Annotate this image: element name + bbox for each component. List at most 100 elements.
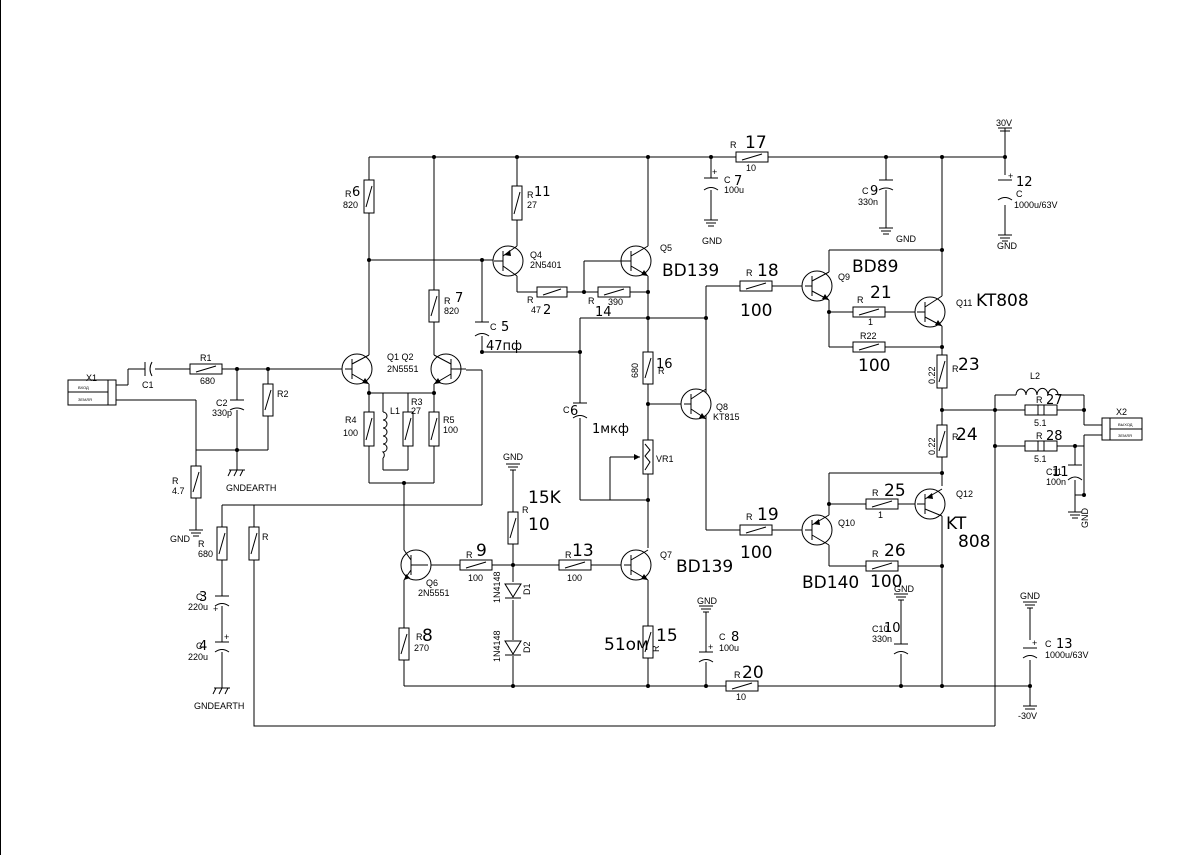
note-bd139-top: BD139 bbox=[662, 261, 719, 281]
label-q10: Q10 bbox=[838, 518, 855, 528]
resistor-r-680 bbox=[216, 526, 228, 561]
note-h100c: 100 bbox=[740, 543, 772, 563]
resistor-r16 bbox=[642, 351, 654, 385]
label-gnd-c13: GND bbox=[1020, 591, 1041, 601]
resistor-r12 bbox=[536, 286, 568, 298]
note-h3: 3 bbox=[199, 590, 207, 605]
label-r26: R bbox=[872, 549, 879, 559]
label-q9: Q9 bbox=[838, 272, 850, 282]
label-c4-val: 220u bbox=[188, 652, 208, 662]
note-h19: 19 bbox=[757, 505, 779, 525]
gndearth-bottom bbox=[212, 687, 230, 695]
label-r24: R bbox=[952, 432, 959, 442]
note-h10c: 10 bbox=[884, 621, 901, 636]
label-r18: R bbox=[746, 268, 753, 278]
label-c3-val: 220u bbox=[188, 602, 208, 612]
label-r8-val: 270 bbox=[414, 643, 429, 653]
note-h7c: 7 bbox=[734, 174, 742, 189]
gnd-c9 bbox=[879, 227, 893, 235]
label-q1q2: Q1 Q2 bbox=[387, 352, 414, 362]
note-h9r: 9 bbox=[476, 541, 487, 561]
capacitor-c8: + bbox=[698, 642, 714, 663]
svg-text:+: + bbox=[712, 167, 717, 177]
inductors bbox=[381, 387, 1059, 459]
capacitor-c9 bbox=[878, 179, 894, 191]
note-h7: 7 bbox=[455, 291, 463, 306]
label-r7: R bbox=[444, 296, 451, 306]
note-h6c: 6 bbox=[570, 404, 578, 419]
label-r47: R bbox=[172, 476, 179, 486]
note-h6: 6 bbox=[352, 185, 360, 200]
label-gnd-c7: GND bbox=[702, 236, 723, 246]
label-r11: R bbox=[527, 190, 534, 200]
transistor-q5 bbox=[620, 245, 652, 277]
note-h15: 15 bbox=[656, 626, 678, 646]
label-r-feedback: R bbox=[262, 532, 269, 542]
label-r16: R bbox=[658, 366, 665, 376]
gnd-r47 bbox=[189, 529, 203, 537]
label-d1: D1 bbox=[522, 583, 532, 595]
note-h100a: 100 bbox=[740, 301, 772, 321]
label-r7-val: 820 bbox=[444, 306, 459, 316]
resistor-r17 bbox=[735, 151, 769, 163]
label-gnd-r47: GND bbox=[170, 534, 191, 544]
label-r12: R bbox=[527, 295, 534, 305]
label-c6: C bbox=[563, 405, 570, 415]
gnd-c13 bbox=[1023, 601, 1037, 609]
capacitors: + + + + + + bbox=[144, 167, 1083, 663]
label-r4-val: 100 bbox=[343, 428, 358, 438]
label-d2-type: 1N4148 bbox=[492, 630, 502, 662]
label-r25-val: 1 bbox=[878, 510, 883, 520]
label-r21: R bbox=[857, 295, 864, 305]
capacitor-c1 bbox=[144, 361, 153, 377]
label-gnd-c12: GND bbox=[997, 241, 1018, 251]
note-h27: 27 bbox=[1046, 393, 1063, 408]
label-q1q2-type: 2N5551 bbox=[387, 364, 419, 374]
label-r16-val: 680 bbox=[630, 363, 640, 378]
label-r28: R bbox=[1036, 431, 1043, 441]
label-c11-val: 100n bbox=[1046, 477, 1066, 487]
svg-text:+: + bbox=[224, 632, 229, 642]
label-r21-val: 1 bbox=[868, 317, 873, 327]
label-gndearth-top: GNDEARTH bbox=[226, 483, 276, 493]
note-h18: 18 bbox=[757, 261, 779, 281]
junctions bbox=[235, 155, 1086, 688]
capacitor-c11 bbox=[1067, 464, 1083, 481]
label-r17: R bbox=[730, 140, 737, 150]
label-r6: R bbox=[345, 189, 352, 199]
note-h8c: 8 bbox=[731, 630, 739, 645]
label-q5: Q5 bbox=[660, 243, 672, 253]
inductor-l1 bbox=[381, 411, 388, 459]
note-h28: 28 bbox=[1046, 429, 1063, 444]
potentiometer-vr1 bbox=[634, 439, 654, 475]
resistor-r26 bbox=[865, 560, 899, 572]
connector-x1-pin-b: ЗЕМЛЯ bbox=[78, 397, 92, 402]
label-q4-type: 2N5401 bbox=[530, 260, 562, 270]
note-bd89: BD89 bbox=[852, 257, 898, 277]
note-h5: 5 bbox=[501, 320, 509, 335]
capacitor-c4: + bbox=[214, 632, 230, 653]
label-r8: R bbox=[416, 632, 423, 642]
label-d1-type: 1N4148 bbox=[492, 571, 502, 603]
label-r47-val: 4.7 bbox=[172, 486, 185, 496]
resistor-r5 bbox=[428, 411, 440, 447]
label-c13: C bbox=[1045, 639, 1052, 649]
label-r4: R4 bbox=[345, 415, 357, 425]
note-kt808-top: KT808 bbox=[976, 291, 1029, 311]
label-r9: R bbox=[466, 550, 473, 560]
transistor-q9 bbox=[801, 270, 833, 302]
label-gnd-c10: GND bbox=[894, 584, 915, 594]
label-r10: R bbox=[522, 505, 529, 515]
label-r5: R5 bbox=[443, 415, 455, 425]
label-l2: L2 bbox=[1030, 371, 1040, 381]
label-r25: R bbox=[872, 488, 879, 498]
connector-x1-pin-a: ВХОД bbox=[78, 385, 89, 390]
note-h23: 23 bbox=[958, 355, 980, 375]
resistor-r20 bbox=[725, 680, 759, 692]
inductor-l2 bbox=[1015, 387, 1059, 396]
gnd-c7 bbox=[704, 219, 718, 227]
transistor-q10 bbox=[801, 514, 833, 546]
connector-x2: ВЫХОД ЗЕМЛЯ bbox=[1101, 417, 1143, 441]
resistor-r-feedback bbox=[248, 526, 260, 561]
connector-x2-pin-a: ВЫХОД bbox=[1118, 422, 1133, 427]
